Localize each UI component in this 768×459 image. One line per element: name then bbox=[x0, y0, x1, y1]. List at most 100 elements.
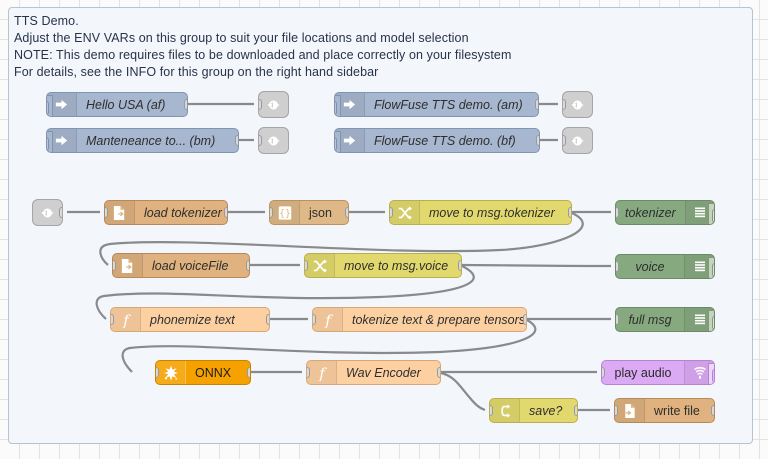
output-port[interactable] bbox=[711, 405, 714, 416]
node-onnx[interactable]: ONNX bbox=[155, 360, 251, 385]
node-debug-full-msg[interactable]: full msg bbox=[615, 307, 715, 332]
node-label: write file bbox=[654, 403, 700, 418]
output-port[interactable] bbox=[535, 99, 538, 110]
input-port[interactable] bbox=[616, 314, 619, 325]
node-load-voicefile[interactable]: load voiceFile bbox=[112, 253, 250, 278]
node-link-out-4[interactable] bbox=[562, 127, 593, 154]
output-port[interactable] bbox=[235, 135, 238, 146]
node-inject-maintenance[interactable]: Manteneance to... (bm) bbox=[46, 128, 239, 153]
output-port[interactable] bbox=[458, 260, 461, 271]
node-save-switch[interactable]: save? bbox=[489, 398, 578, 423]
node-link-out-1[interactable] bbox=[258, 91, 289, 118]
output-port[interactable] bbox=[246, 260, 249, 271]
input-port[interactable] bbox=[111, 314, 114, 325]
group-note-text: TTS Demo. Adjust the ENV VARs on this gr… bbox=[14, 14, 512, 79]
shuffle-icon bbox=[305, 254, 335, 277]
input-port[interactable] bbox=[305, 260, 308, 271]
node-move-to-msg-voice[interactable]: move to msg.voice bbox=[304, 253, 462, 278]
node-label: play audio bbox=[614, 365, 672, 380]
node-label: tokenizer bbox=[625, 205, 676, 220]
input-port[interactable] bbox=[616, 207, 619, 218]
function-f-icon: f bbox=[111, 308, 141, 331]
output-port[interactable] bbox=[184, 99, 187, 110]
debug-enable-button[interactable] bbox=[708, 257, 714, 278]
inject-arrow-icon bbox=[47, 93, 77, 116]
file-icon bbox=[105, 201, 135, 224]
input-port[interactable] bbox=[105, 207, 108, 218]
inject-arrow-icon bbox=[47, 129, 77, 152]
node-phonemize-text[interactable]: f phonemize text bbox=[110, 307, 270, 332]
output-port[interactable] bbox=[224, 207, 227, 218]
input-port[interactable] bbox=[313, 314, 316, 325]
node-link-out-3[interactable] bbox=[562, 91, 593, 118]
node-play-audio[interactable]: play audio bbox=[601, 360, 715, 385]
link-out-icon bbox=[563, 92, 592, 117]
inject-trigger-button[interactable] bbox=[335, 95, 341, 116]
link-in-icon bbox=[33, 200, 62, 225]
svg-text:f: f bbox=[318, 365, 327, 381]
node-wav-encoder[interactable]: f Wav Encoder bbox=[306, 360, 441, 385]
node-label: Manteneance to... (bm) bbox=[86, 133, 216, 148]
node-load-tokenizer[interactable]: load tokenizer bbox=[104, 200, 228, 225]
inject-trigger-button[interactable] bbox=[47, 95, 53, 116]
output-port[interactable] bbox=[345, 207, 348, 218]
debug-icon bbox=[684, 201, 714, 224]
node-write-file[interactable]: write file bbox=[614, 398, 715, 423]
node-inject-tts-am[interactable]: FlowFuse TTS demo. (am) bbox=[334, 92, 539, 117]
node-tokenize-prepare-tensors[interactable]: f tokenize text & prepare tensors bbox=[312, 307, 527, 332]
output-port[interactable] bbox=[437, 367, 440, 378]
input-port[interactable] bbox=[563, 99, 566, 110]
input-port[interactable] bbox=[270, 207, 273, 218]
input-port[interactable] bbox=[259, 135, 262, 146]
shuffle-icon bbox=[390, 201, 420, 224]
input-port[interactable] bbox=[259, 99, 262, 110]
node-label: load tokenizer bbox=[144, 205, 222, 220]
input-port[interactable] bbox=[307, 367, 310, 378]
node-label: save? bbox=[529, 403, 563, 418]
output-port[interactable] bbox=[568, 207, 571, 218]
input-port[interactable] bbox=[490, 405, 493, 416]
debug-icon bbox=[684, 255, 714, 278]
node-debug-voice[interactable]: voice bbox=[615, 254, 715, 279]
node-link-out-2[interactable] bbox=[258, 127, 289, 154]
file-icon bbox=[113, 254, 143, 277]
output-port[interactable] bbox=[59, 207, 62, 218]
node-label: FlowFuse TTS demo. (am) bbox=[374, 97, 523, 112]
audio-play-button[interactable] bbox=[708, 363, 714, 384]
node-link-in-1[interactable] bbox=[32, 199, 63, 226]
function-f-icon: f bbox=[307, 361, 337, 384]
output-port[interactable] bbox=[266, 314, 269, 325]
inject-arrow-icon bbox=[335, 129, 365, 152]
node-label: ONNX bbox=[195, 365, 232, 380]
output-port[interactable] bbox=[536, 135, 539, 146]
speaker-icon bbox=[684, 361, 714, 384]
link-out-icon bbox=[563, 128, 592, 153]
inject-trigger-button[interactable] bbox=[335, 131, 341, 152]
output-port[interactable] bbox=[247, 367, 250, 378]
input-port[interactable] bbox=[113, 260, 116, 271]
output-port[interactable] bbox=[574, 405, 577, 416]
debug-enable-button[interactable] bbox=[708, 310, 714, 331]
node-label: move to msg.tokenizer bbox=[429, 205, 555, 220]
node-debug-tokenizer[interactable]: tokenizer bbox=[615, 200, 715, 225]
debug-icon bbox=[684, 308, 714, 331]
node-label: tokenize text & prepare tensors bbox=[352, 312, 526, 327]
node-label: FlowFuse TTS demo. (bf) bbox=[374, 133, 516, 148]
node-json[interactable]: {} json bbox=[269, 200, 349, 225]
node-inject-hello-usa[interactable]: Hello USA (af) bbox=[46, 92, 188, 117]
node-label: voice bbox=[635, 259, 665, 274]
output-port[interactable] bbox=[523, 314, 526, 325]
input-port[interactable] bbox=[602, 367, 605, 378]
inject-trigger-button[interactable] bbox=[47, 131, 53, 152]
svg-text:{}: {} bbox=[279, 208, 291, 219]
input-port[interactable] bbox=[390, 207, 393, 218]
node-inject-tts-bf[interactable]: FlowFuse TTS demo. (bf) bbox=[334, 128, 540, 153]
input-port[interactable] bbox=[563, 135, 566, 146]
debug-enable-button[interactable] bbox=[708, 203, 714, 224]
input-port[interactable] bbox=[156, 367, 159, 378]
svg-text:f: f bbox=[324, 312, 333, 328]
input-port[interactable] bbox=[615, 405, 618, 416]
input-port[interactable] bbox=[616, 261, 619, 272]
node-move-to-msg-tokenizer[interactable]: move to msg.tokenizer bbox=[389, 200, 572, 225]
